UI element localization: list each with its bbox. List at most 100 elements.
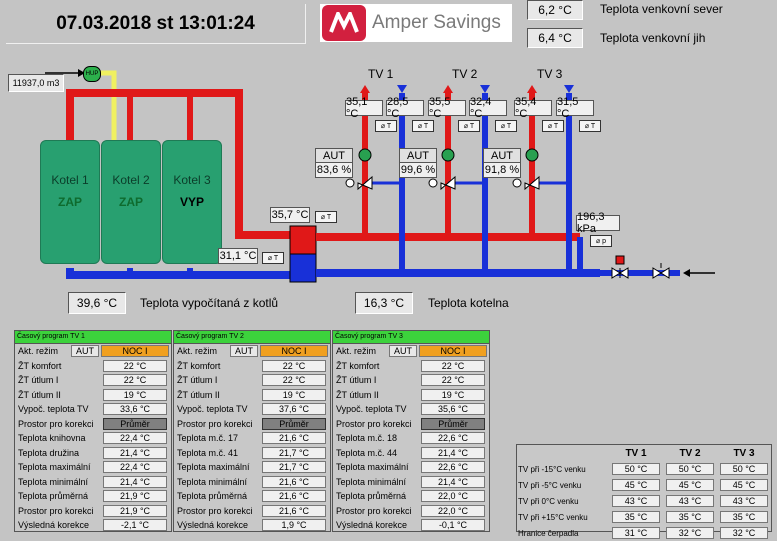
program-row: Výsledná korekce-2,1 °C <box>15 518 171 533</box>
curve-row: TV při 0°C venku 43 °C 43 °C 43 °C <box>517 493 771 509</box>
program-row-label: ŽT komfort <box>336 360 380 371</box>
curve-cell[interactable]: 32 °C <box>666 527 714 539</box>
program-row-label: Prostor pro korekci <box>18 505 94 516</box>
program-row-label: ŽT komfort <box>18 360 62 371</box>
outdoor-north-label: Teplota venkovní sever <box>600 2 723 16</box>
program-row-value: 21,9 °C <box>103 504 167 517</box>
curve-cell[interactable]: 43 °C <box>666 495 714 507</box>
program-row-value[interactable]: 22 °C <box>103 374 167 387</box>
program-aut-button[interactable]: AUT <box>230 345 258 358</box>
program-row-label: Teplota maximální <box>18 462 91 473</box>
curve-row: TV při -15°C venku 50 °C 50 °C 50 °C <box>517 461 771 477</box>
program-row-value[interactable]: 22 °C <box>262 374 326 387</box>
outdoor-north-value: 6,2 °C <box>527 0 583 20</box>
program-row-value[interactable]: 19 °C <box>421 388 485 401</box>
separator-bottom-temp: 31,1 °C <box>218 248 258 264</box>
correction-mode-button[interactable]: Průměr <box>262 417 326 430</box>
curve-cell[interactable]: 31 °C <box>612 527 660 539</box>
curve-cell[interactable]: 43 °C <box>720 495 768 507</box>
program-row-label: ŽT útlum II <box>18 389 61 400</box>
program-row-label: Teplota maximální <box>336 462 409 473</box>
curve-row-label: TV při -5°C venku <box>518 480 582 490</box>
program-noc-button[interactable]: NOC I <box>419 345 487 358</box>
program-row-value[interactable]: 22 °C <box>421 359 485 372</box>
program-noc-button[interactable]: NOC I <box>101 345 169 358</box>
program-row-value[interactable]: 22 °C <box>103 359 167 372</box>
tv2-mode-button[interactable]: AUT <box>399 148 437 163</box>
program-row-label: Teplota družina <box>18 447 80 458</box>
program-row-label: Vypoč. teplota TV <box>18 404 89 415</box>
tv3-mode-button[interactable]: AUT <box>483 148 521 163</box>
program-row-label: Teplota minimální <box>18 476 89 487</box>
circuit-tv1-label: TV 1 <box>368 67 394 81</box>
correction-mode-button[interactable]: Průměr <box>103 417 167 430</box>
program-row-value[interactable]: 22 °C <box>262 359 326 372</box>
curve-cell[interactable]: 50 °C <box>720 463 768 475</box>
program-row-value[interactable]: 19 °C <box>103 388 167 401</box>
boiler-1[interactable]: Kotel 1 ZAP <box>40 140 100 264</box>
program-header: Časový program TV 2 <box>174 331 330 344</box>
program-row-value: 22,0 °C <box>421 490 485 503</box>
tv1-mode-button[interactable]: AUT <box>315 148 353 163</box>
separator-top-sensor-icon: ⌀ T <box>315 211 337 223</box>
program-row-value: 21,7 °C <box>262 461 326 474</box>
boiler-2[interactable]: Kotel 2 ZAP <box>101 140 161 264</box>
curve-row: TV při +15°C venku 35 °C 35 °C 35 °C <box>517 509 771 525</box>
boiler-room-temp-value: 16,3 °C <box>355 292 413 314</box>
curve-row: Hranice čerpadla 31 °C 32 °C 32 °C <box>517 525 771 541</box>
program-row-label: Vypoč. teplota TV <box>177 404 248 415</box>
program-aut-button[interactable]: AUT <box>71 345 99 358</box>
program-header: Časový program TV 1 <box>15 331 171 344</box>
tv2-return-sensor-icon: ⌀ T <box>495 120 517 132</box>
curve-cell[interactable]: 35 °C <box>666 511 714 523</box>
curve-row-label: TV při -15°C venku <box>518 464 586 474</box>
program-row-value: 37,6 °C <box>262 403 326 416</box>
tv1-supply-sensor-icon: ⌀ T <box>375 120 397 132</box>
curve-cell[interactable]: 45 °C <box>612 479 660 491</box>
program-row-label: ŽT útlum I <box>18 375 59 386</box>
curve-row-label: TV při 0°C venku <box>518 496 579 506</box>
boiler-1-name: Kotel 1 <box>51 173 89 187</box>
tv2-supply-temp: 35,5 °C <box>428 96 466 120</box>
program-row: Výsledná korekce-0,1 °C <box>333 518 489 533</box>
curve-cell[interactable]: 32 °C <box>720 527 768 539</box>
program-row-value: 21,6 °C <box>262 432 326 445</box>
program-row-value[interactable]: 19 °C <box>262 388 326 401</box>
circuit-tv2-label: TV 2 <box>452 67 478 81</box>
curve-cell[interactable]: 35 °C <box>612 511 660 523</box>
curve-cell[interactable]: 50 °C <box>612 463 660 475</box>
program-row-label: Teplota průměrná <box>18 491 89 502</box>
program-row-label: Prostor pro korekci <box>336 505 412 516</box>
program-row-value: 21,6 °C <box>262 504 326 517</box>
program-row-value[interactable]: 22 °C <box>421 374 485 387</box>
program-row: ŽT útlum II 19 °C <box>15 388 171 403</box>
tv3-return-sensor-icon: ⌀ T <box>579 120 601 132</box>
curve-cell[interactable]: 45 °C <box>720 479 768 491</box>
pressure-value: 196,3 kPa <box>576 211 620 235</box>
curve-cell[interactable]: 35 °C <box>720 511 768 523</box>
curve-cell[interactable]: 45 °C <box>666 479 714 491</box>
curve-cell[interactable]: 43 °C <box>612 495 660 507</box>
gas-meter-value: 11937,0 m3 <box>8 74 64 92</box>
program-row: ŽT komfort 22 °C <box>15 359 171 374</box>
curve-cell[interactable]: 50 °C <box>666 463 714 475</box>
correction-mode-button[interactable]: Průměr <box>421 417 485 430</box>
tv3-supply-temp: 35,4 °C <box>514 96 552 120</box>
program-aut-button[interactable]: AUT <box>389 345 417 358</box>
program-header: Časový program TV 3 <box>333 331 489 344</box>
program-noc-button[interactable]: NOC I <box>260 345 328 358</box>
boiler-3[interactable]: Kotel 3 VYP <box>162 140 222 264</box>
